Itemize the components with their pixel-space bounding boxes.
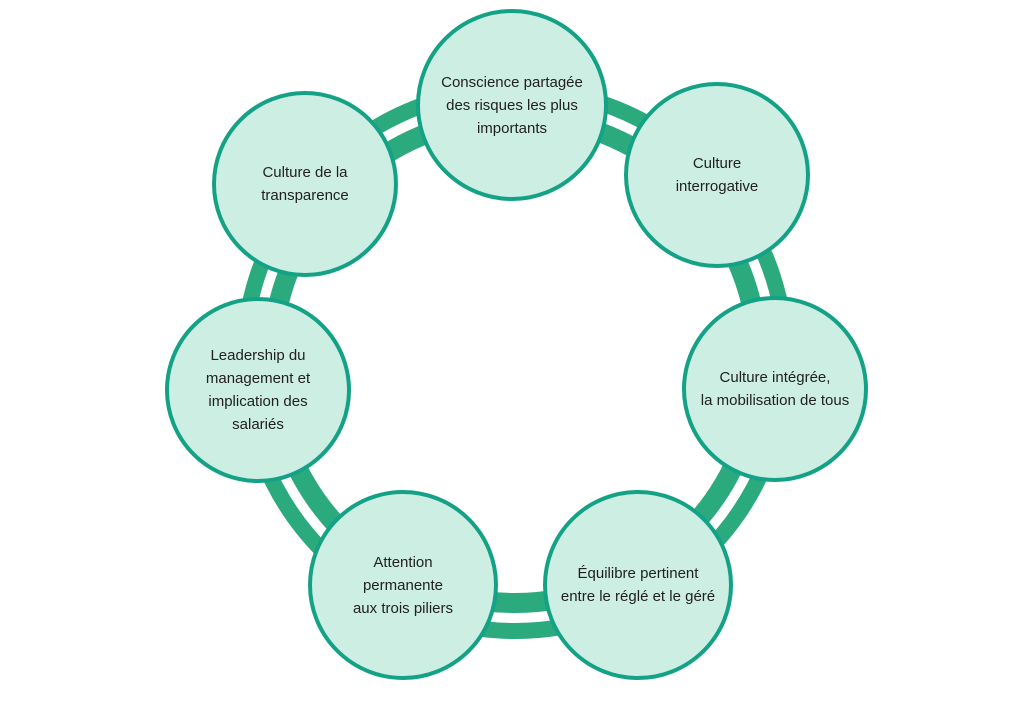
node-label: Attention permanente aux trois piliers <box>352 553 454 617</box>
node-culture-transparence: Culture de la transparence <box>212 91 398 277</box>
node-label: Conscience partagée des risques les plus… <box>441 73 583 137</box>
node-leadership-management-implication: Leadership du management et implication … <box>165 297 351 483</box>
node-label: Culture de la transparence <box>261 164 349 204</box>
node-attention-permanente-trois-piliers: Attention permanente aux trois piliers <box>308 490 498 680</box>
node-culture-interrogative: Culture interrogative <box>624 82 810 268</box>
node-label: Culture interrogative <box>675 155 759 195</box>
node-equilibre-pertinent-regle-gere: Équilibre pertinent entre le réglé et le… <box>543 490 733 680</box>
node-conscience-partagee-des-risques: Conscience partagée des risques les plus… <box>416 9 608 201</box>
node-label: Culture intégrée, la mobilisation de tou… <box>700 369 850 409</box>
node-label: Leadership du management et implication … <box>205 347 311 433</box>
node-label: Équilibre pertinent entre le réglé et le… <box>560 565 716 605</box>
node-culture-integree-mobilisation: Culture intégrée, la mobilisation de tou… <box>682 296 868 482</box>
